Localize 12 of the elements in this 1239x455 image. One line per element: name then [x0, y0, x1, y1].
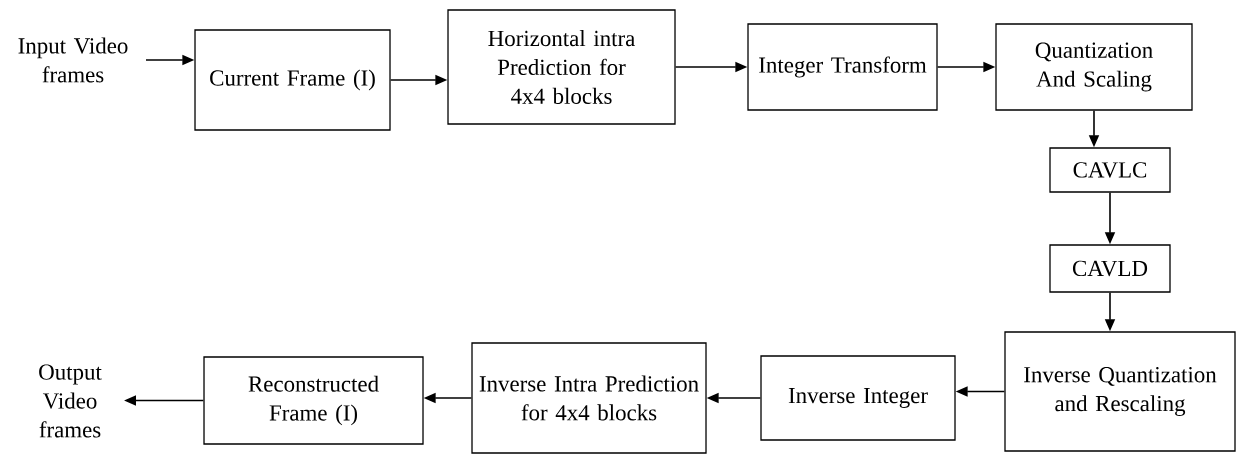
- process-box: Reconstructed Frame (I): [203, 356, 424, 445]
- process-box: Inverse Integer: [760, 355, 956, 441]
- process-box: CAVLD: [1049, 244, 1171, 293]
- process-box: Integer Transform: [747, 23, 938, 111]
- process-box: Horizontal intra Prediction for 4x4 blocks: [447, 9, 676, 125]
- process-box: CAVLC: [1049, 147, 1171, 193]
- process-box: Quantization And Scaling: [995, 23, 1193, 111]
- process-box: Inverse Intra Prediction for 4x4 blocks: [471, 342, 707, 454]
- io-label: Output Video frames: [39, 364, 102, 438]
- process-box: Current Frame (I): [194, 29, 391, 131]
- io-label: Input Video frames: [18, 37, 128, 83]
- process-box: Inverse Quantization and Rescaling: [1004, 331, 1236, 452]
